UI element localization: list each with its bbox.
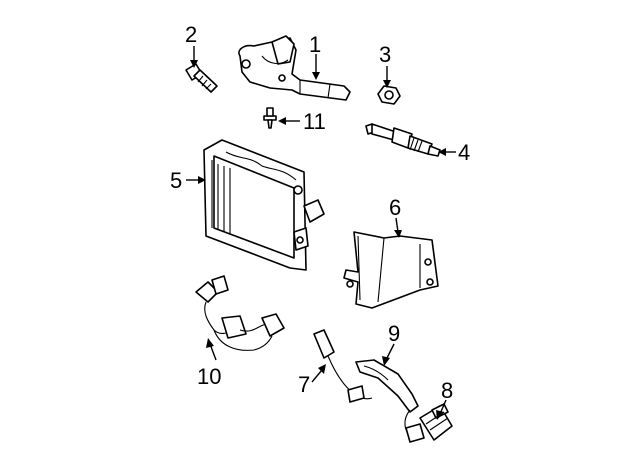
callout-10: 10 xyxy=(197,364,221,389)
callout-6: 6 xyxy=(389,195,401,220)
callout-8: 8 xyxy=(441,378,453,403)
callout-4: 4 xyxy=(458,140,470,165)
part-4-spark-plug xyxy=(365,123,441,157)
callout-7: 7 xyxy=(298,372,310,397)
part-3-nut xyxy=(377,85,401,105)
callout-arrows xyxy=(186,46,456,420)
part-6-bracket xyxy=(343,231,439,309)
callout-2: 2 xyxy=(185,22,197,47)
callout-9: 9 xyxy=(388,321,400,346)
callout-5: 5 xyxy=(170,168,182,193)
callout-11: 11 xyxy=(303,109,326,134)
part-7-sensor-lead xyxy=(313,329,373,403)
part-2-bolt xyxy=(185,63,218,93)
part-8-connector xyxy=(419,403,453,441)
part-1-ignition-coil xyxy=(238,35,351,101)
part-11-screw xyxy=(263,107,277,129)
part-10-wiring-harness xyxy=(195,275,285,351)
callout-1: 1 xyxy=(309,32,321,57)
part-9-harness xyxy=(355,359,425,443)
part-5-control-module xyxy=(203,139,325,271)
callout-3: 3 xyxy=(379,42,391,67)
